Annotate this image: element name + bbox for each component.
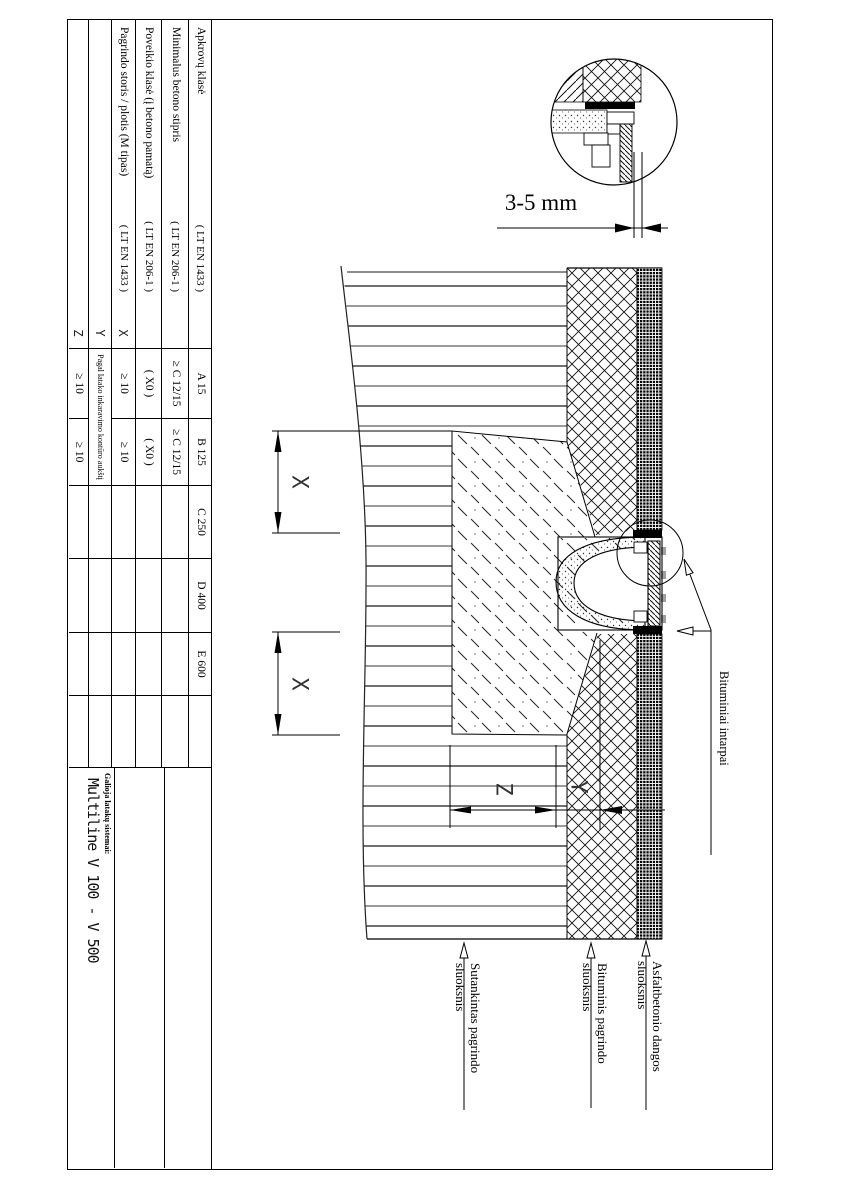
anchoring-teeth (661, 547, 666, 623)
detail-insert (585, 102, 635, 109)
detail-concrete (551, 59, 584, 103)
dimension-x-upper (272, 430, 452, 534)
dimension-y (599, 640, 622, 830)
bituminous-base-region (566, 268, 638, 939)
layer-leaders (459, 939, 651, 1110)
detail-callout-circle (616, 519, 684, 587)
dimension-x-lower-label: X (286, 677, 312, 691)
concrete-encasement-region (451, 430, 597, 736)
drain-channel (555, 536, 666, 631)
asphalt-surface-label: Asfaltbetonio dangos sluoksnis (635, 961, 665, 1072)
dimension-z-label: Z (490, 782, 516, 796)
bituminous-base-label: Bituminis pagrindo sluoksnis (580, 963, 610, 1064)
bituminous-inserts-label: Bituminiai intarpai (717, 671, 731, 766)
detail-rail-bar (619, 123, 633, 183)
grate (647, 540, 661, 627)
detail-channel-rim (551, 109, 608, 134)
compacted-base-label: Sutankintas pagrindo sluoksnis (453, 963, 483, 1074)
edge-rail-lug (633, 610, 648, 623)
detail-dimension-label: 3-5 mm (504, 190, 578, 215)
inserts-leader (676, 558, 712, 855)
dimension-z (449, 745, 665, 828)
edge-rail-lug (633, 541, 648, 554)
dimension-y-label: Y (565, 780, 591, 794)
joint-gap-lines (633, 152, 643, 238)
dimension-x-lower (272, 631, 340, 736)
channel-opening (573, 546, 649, 622)
page-frame (67, 19, 773, 1170)
detail-rail-top (606, 111, 635, 125)
dimension-x-upper-label: X (286, 475, 312, 489)
detail-asphalt (582, 59, 642, 103)
